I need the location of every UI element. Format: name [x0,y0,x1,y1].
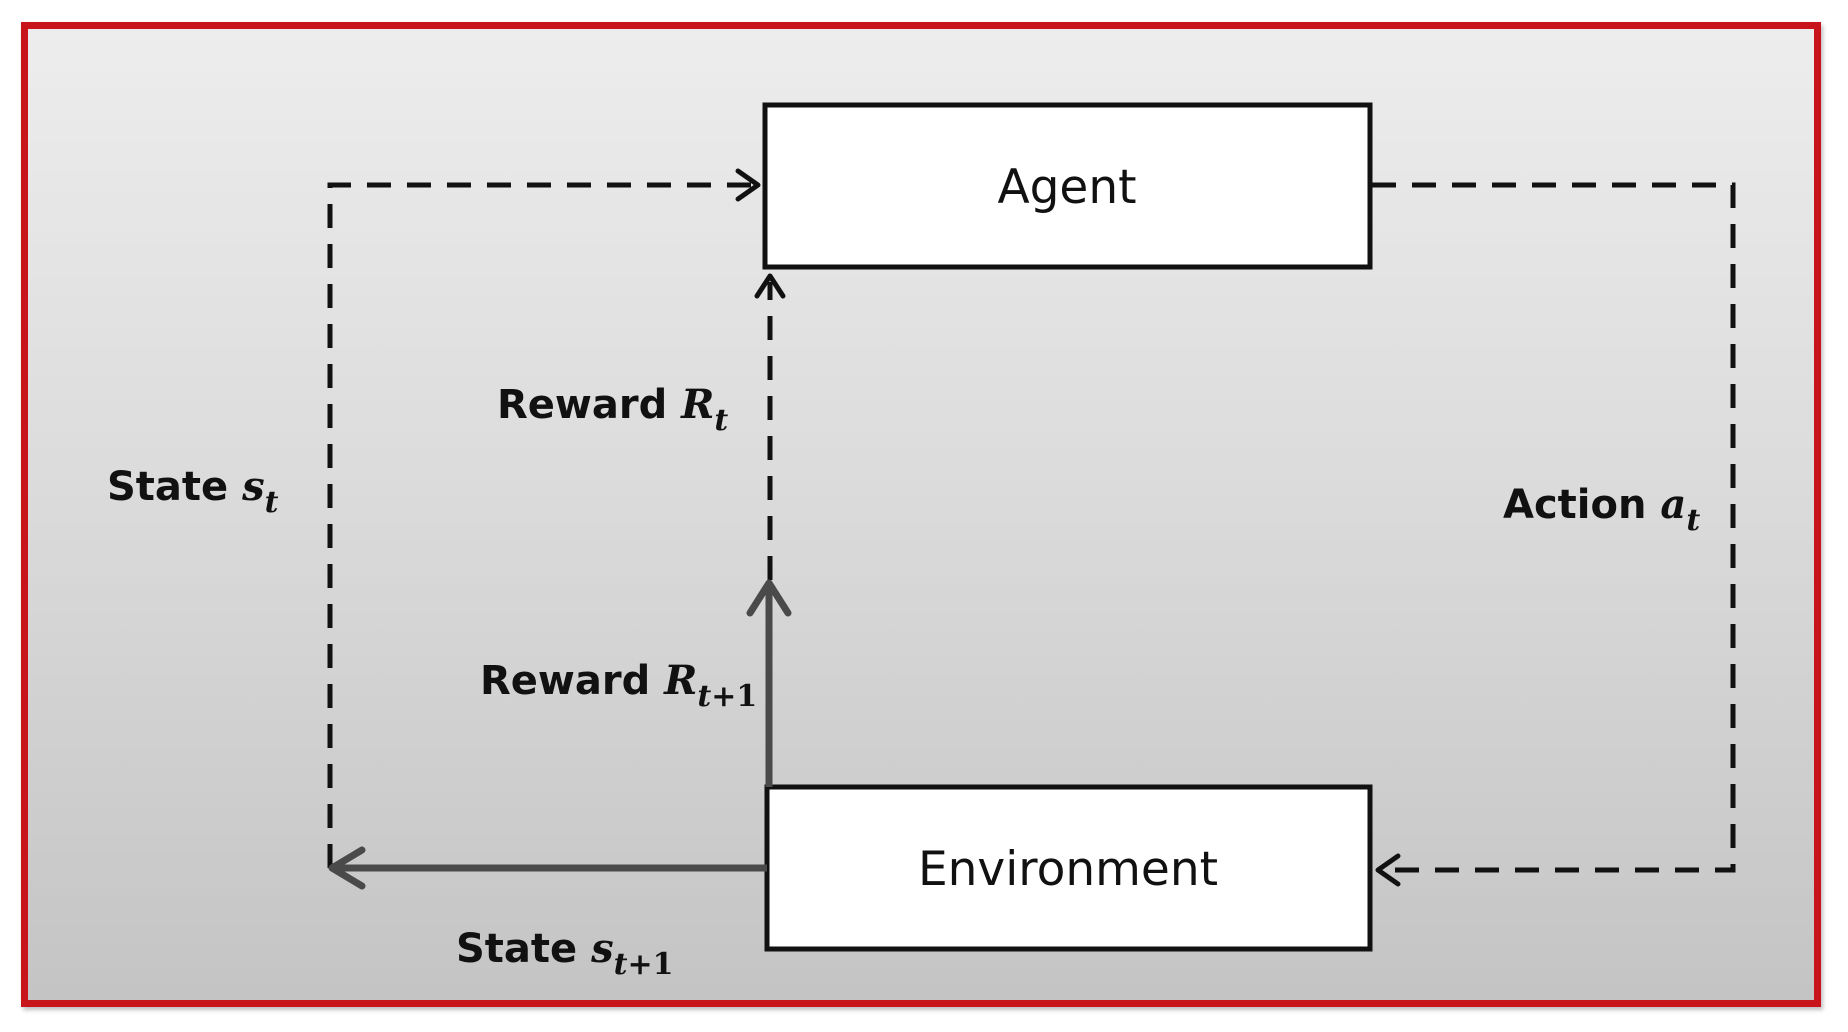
state-t1-arrow [328,846,767,890]
agent-label: Agent [997,160,1136,215]
state-t-arrow [327,168,761,868]
action-t-arrow [1372,182,1736,887]
reward-t-arrowhead [754,273,786,299]
reward-t-arrow [754,273,786,580]
reward-t1-arrow [746,579,792,787]
action-t-label: Action at [1503,481,1700,538]
state-t-arrowhead [735,168,761,202]
state-t1-label: State st+1 [456,925,674,982]
agent-box [762,102,1373,270]
action-t-arrowhead [1375,853,1401,887]
state-t-label: State st [107,463,279,520]
environment-box [764,784,1373,952]
environment-label: Environment [918,842,1218,897]
reward-t-label: Reward Rt [497,381,728,438]
reward-t1-label: Reward Rt+1 [480,657,757,714]
reward-t1-arrowhead [746,579,792,617]
state-t1-arrowhead [328,846,366,890]
agent-node: Agent [762,102,1373,270]
environment-node: Environment [764,784,1373,952]
action-t-dashed-line [1372,182,1736,873]
state-t-dashed-line [327,182,752,868]
